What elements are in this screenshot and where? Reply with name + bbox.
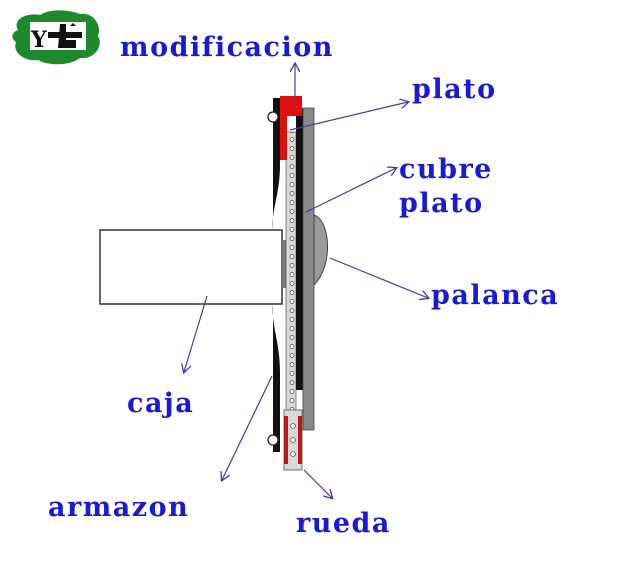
arrow-palanca — [329, 257, 428, 298]
arrow-cubre-plato — [305, 168, 396, 213]
label-cubre-line2: plato — [399, 188, 484, 219]
plato-red — [280, 96, 302, 116]
palanca-bump — [313, 214, 328, 287]
arrow-rueda — [303, 469, 332, 498]
cyclist-logo-icon: Y — [12, 10, 100, 65]
arrow-caja — [184, 295, 208, 372]
label-plato: plato — [412, 74, 497, 105]
label-cubre-line1: cubre — [399, 154, 493, 185]
caja-housing — [99, 229, 283, 305]
arrow-plato — [289, 102, 408, 131]
label-modificacion: modificacion — [120, 32, 334, 63]
svg-text:Y: Y — [30, 27, 47, 53]
rueda-sprocket — [283, 409, 303, 471]
label-caja: caja — [127, 388, 194, 419]
cubre-plato-outer — [302, 107, 315, 431]
label-rueda: rueda — [296, 508, 391, 539]
label-armazon: armazon — [48, 492, 189, 523]
chain-strip — [285, 131, 297, 413]
armazon-frame — [272, 98, 280, 452]
arrow-armazon — [222, 375, 273, 480]
cubre-plato — [296, 108, 303, 390]
label-palanca: palanca — [431, 280, 559, 311]
